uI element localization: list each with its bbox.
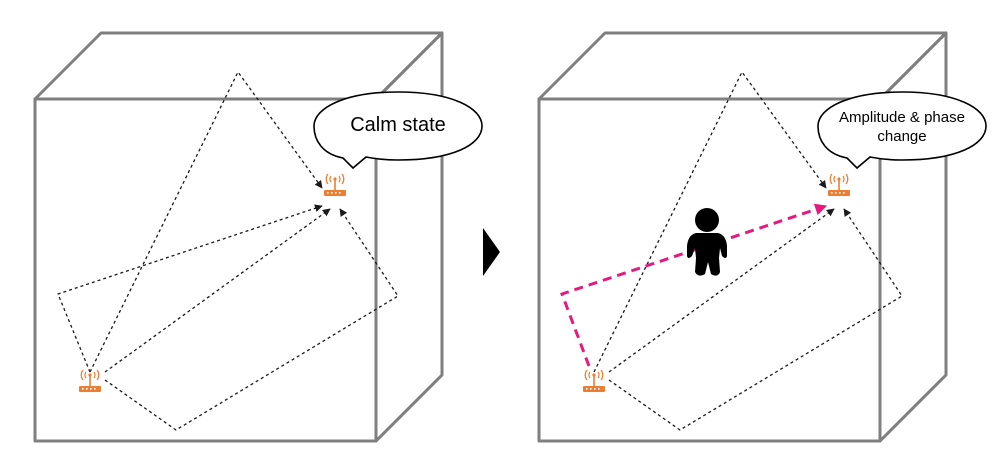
svg-text:Amplitude & phase: Amplitude & phase (839, 109, 965, 126)
bubble-text-line-1: Amplitude & phase (839, 109, 965, 126)
disturbed-signal-path (560, 203, 828, 367)
signal-paths (560, 70, 903, 431)
svg-text:change: change (877, 128, 926, 145)
wifi-router-icon (827, 173, 851, 197)
svg-text:Calm state: Calm state (350, 114, 446, 136)
room-box-edges (33, 31, 444, 443)
bubble-text: Calm state (350, 114, 446, 136)
wifi-router-icon (78, 369, 102, 393)
signal-path-direct (104, 208, 331, 373)
speech-bubble: Calm state (313, 91, 483, 170)
speech-bubble: Amplitude & phase change (817, 91, 987, 170)
wifi-router-icon (582, 369, 606, 393)
person-icon (687, 208, 727, 276)
signal-path-direct (608, 208, 835, 373)
room-after: Amplitude & phase change (537, 31, 987, 443)
room-before: Calm state (33, 31, 483, 443)
signal-path-ceiling (89, 70, 323, 373)
room-box-edges (537, 31, 948, 443)
wifi-router-icon (323, 173, 347, 197)
signal-path-left-wall (57, 204, 323, 373)
play-arrow-icon (483, 228, 500, 276)
signal-path-floor (608, 208, 903, 431)
signal-path-floor (104, 208, 399, 431)
signal-paths (57, 70, 399, 431)
bubble-text-line-2: change (877, 128, 926, 145)
